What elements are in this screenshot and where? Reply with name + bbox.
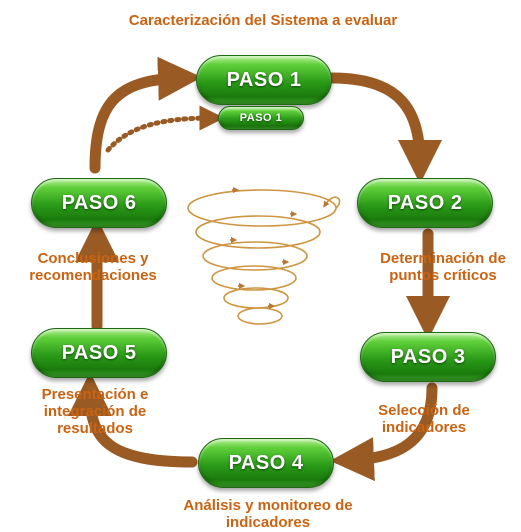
- step-2-label: PASO 2: [387, 191, 463, 214]
- dotted-return-arrow: [105, 105, 225, 153]
- step-3-label: PASO 3: [390, 345, 466, 368]
- step-6-caption: Conclusiones y recomendaciones: [29, 250, 157, 283]
- arrow-paso4-to-paso5: [68, 372, 198, 468]
- step-6-label: PASO 6: [61, 191, 137, 214]
- step-1-return-button[interactable]: PASO 1: [218, 106, 304, 130]
- step-3-button[interactable]: PASO 3: [360, 332, 496, 382]
- step-3-caption: Selección de indicadores: [378, 402, 470, 436]
- step-1-return-label: PASO 1: [239, 112, 283, 124]
- arrow-paso6-to-paso1: [89, 56, 202, 174]
- step-5-label: PASO 5: [61, 341, 137, 364]
- step-1-label: PASO 1: [226, 68, 302, 91]
- step-6-button[interactable]: PASO 6: [31, 178, 167, 228]
- step-5-button[interactable]: PASO 5: [31, 328, 167, 378]
- step-2-button[interactable]: PASO 2: [357, 178, 493, 228]
- arrow-paso1-to-paso2: [326, 72, 442, 184]
- step-4-button[interactable]: PASO 4: [198, 438, 334, 488]
- step-4-caption: Análisis y monitoreo de indicadores: [183, 497, 353, 531]
- step-5-caption: Presentación e integración de resultados: [41, 386, 149, 437]
- step-1-caption: Caracterización del Sistema a evaluar: [128, 12, 398, 29]
- arrow-paso3-to-paso4: [330, 382, 438, 482]
- step-2-caption: Determinación de puntos críticos: [380, 250, 506, 284]
- spiral-icon: [187, 186, 341, 325]
- step-1-button[interactable]: PASO 1: [196, 55, 332, 105]
- step-4-label: PASO 4: [228, 451, 304, 474]
